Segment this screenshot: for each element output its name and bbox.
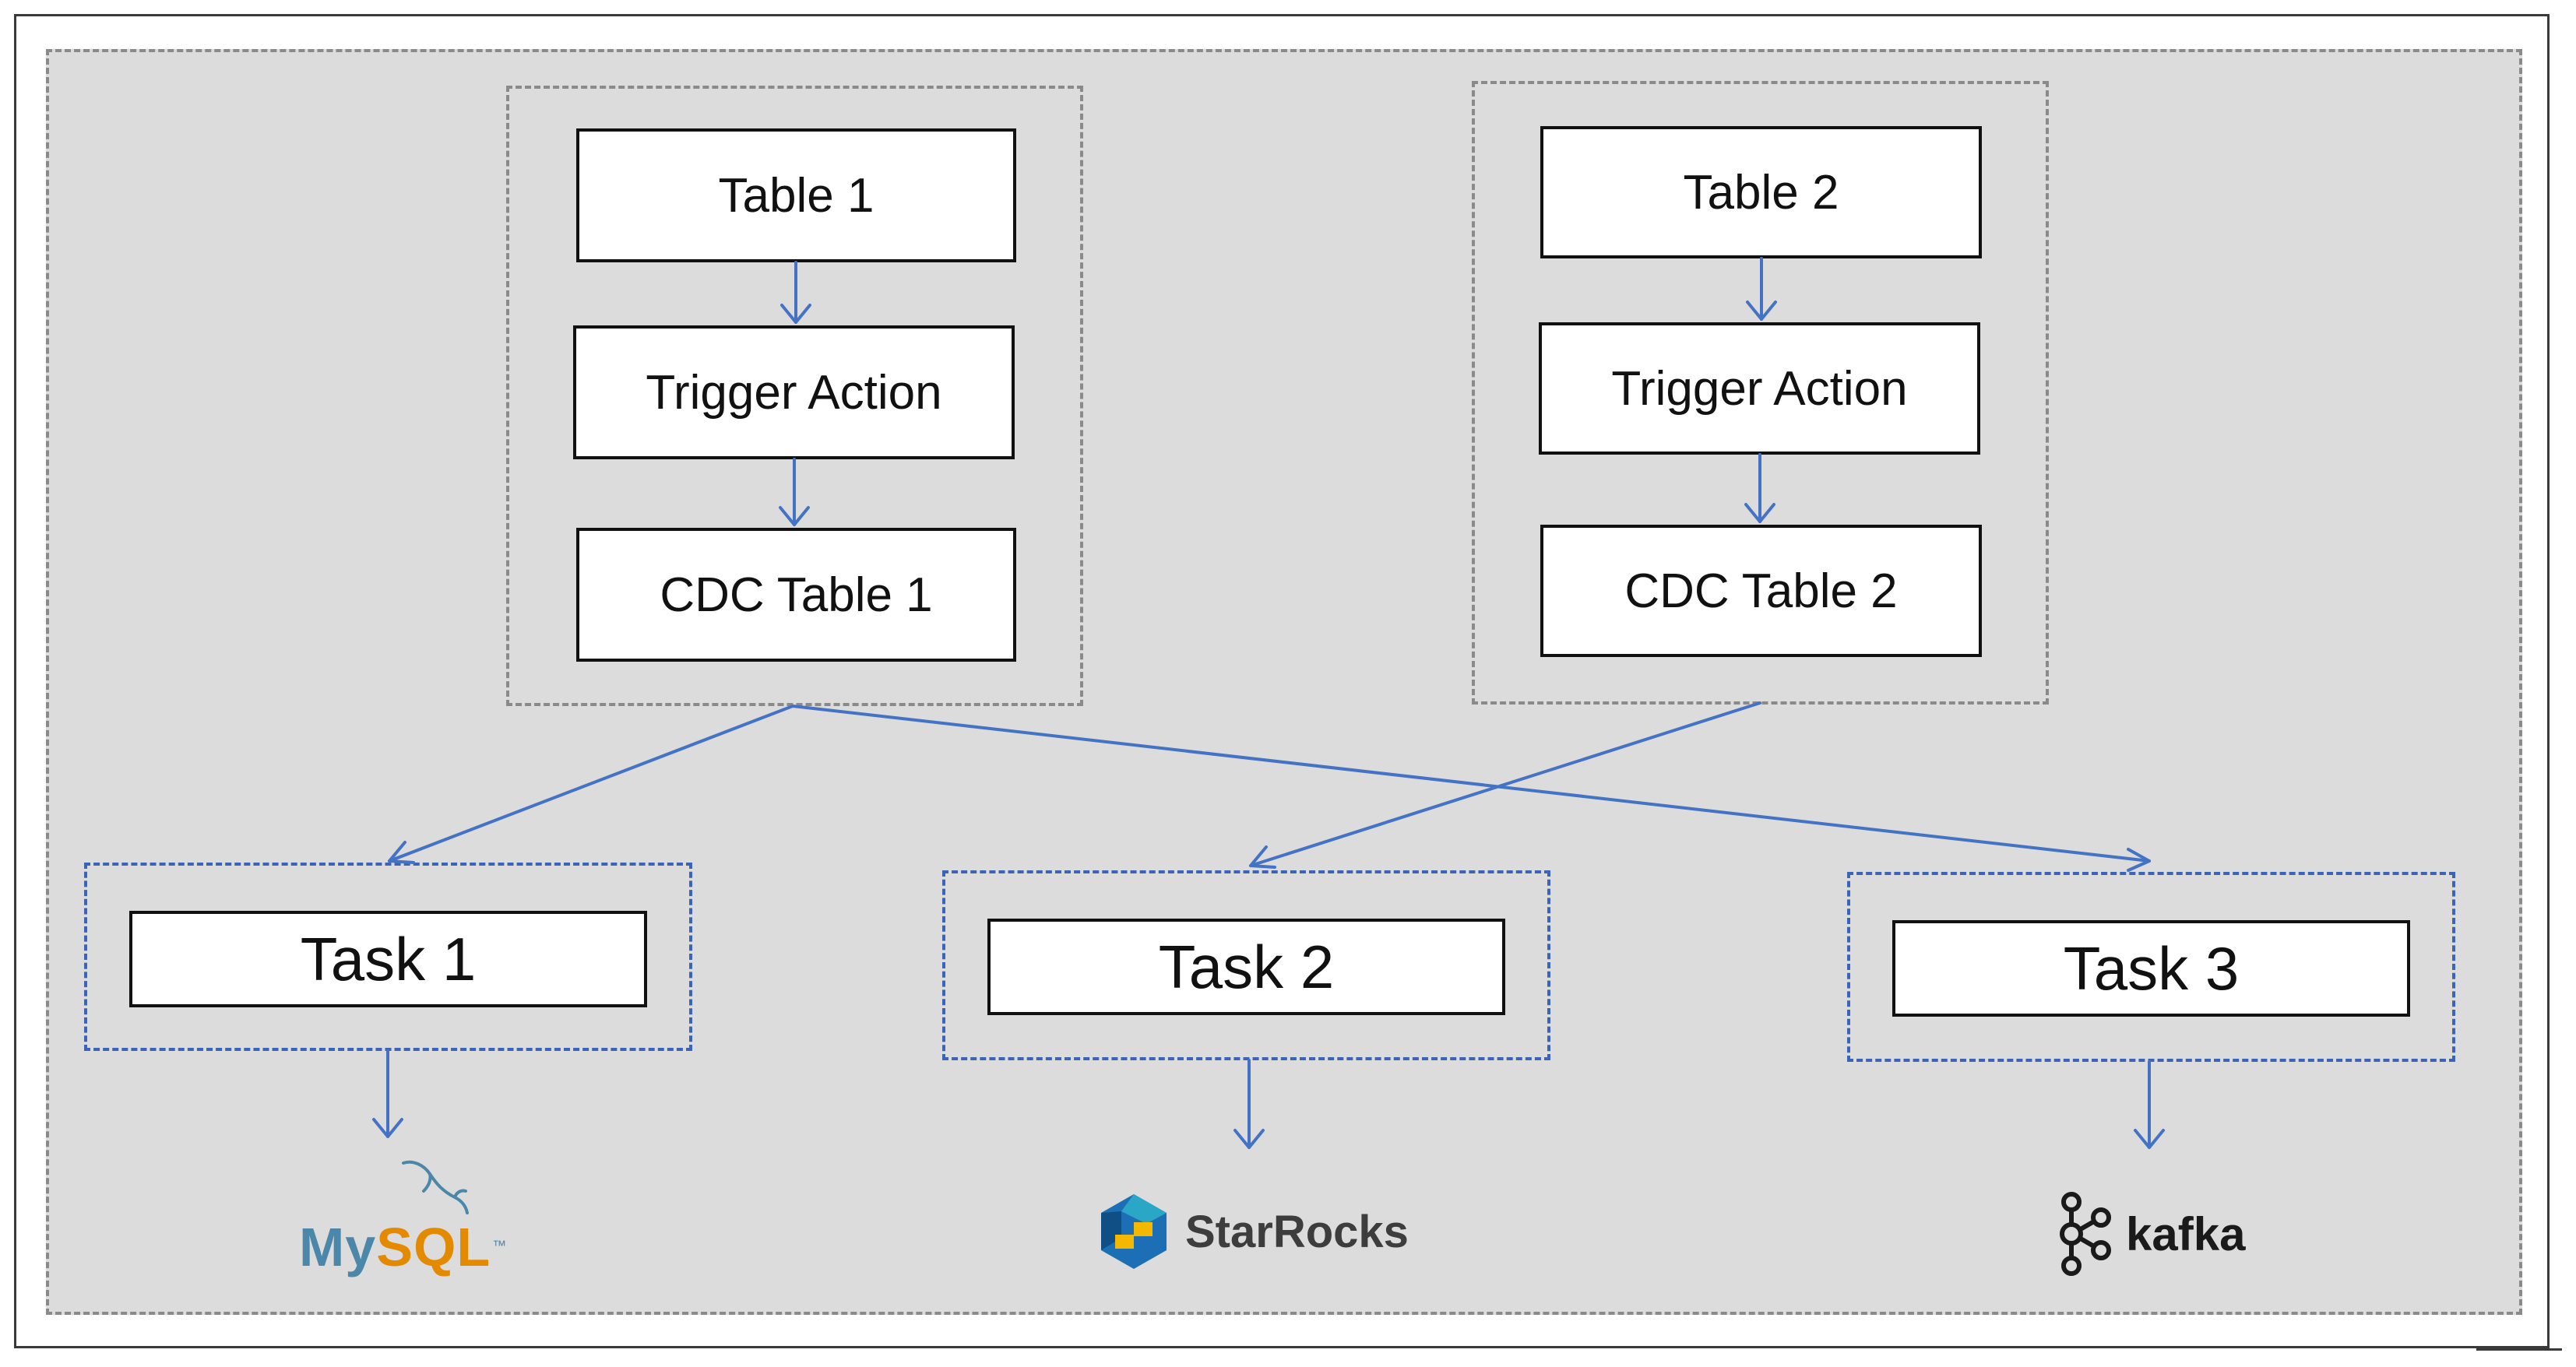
table-2-box: Table 2 xyxy=(1540,126,1982,258)
task-3-group xyxy=(1847,872,2455,1062)
kafka-icon xyxy=(2060,1192,2111,1276)
trigger-action-1-box: Trigger Action xyxy=(573,325,1015,459)
mysql-my-text: My xyxy=(299,1217,377,1277)
starrocks-logo: StarRocks xyxy=(1098,1193,1409,1270)
cdc-table-2-label: CDC Table 2 xyxy=(1624,564,1898,618)
task-1-label: Task 1 xyxy=(300,924,477,993)
arrowhead-cdc2-to-task2 xyxy=(1249,845,1276,869)
arrowhead-task1-to-mysql xyxy=(372,1118,403,1138)
dolphin-icon xyxy=(402,1160,469,1214)
diagram-canvas xyxy=(46,49,2522,1315)
task-1-group xyxy=(84,863,692,1051)
arrowhead-table1-to-trigger1 xyxy=(780,304,811,324)
arrow-cdc2-to-task2 xyxy=(1249,701,1761,867)
table-1-label: Table 1 xyxy=(718,168,875,223)
trigger-action-2-label: Trigger Action xyxy=(1611,361,1908,416)
kafka-text: kafka xyxy=(2126,1207,2246,1260)
task-1-box: Task 1 xyxy=(129,911,647,1007)
kafka-logo: kafka xyxy=(2057,1191,2245,1277)
mysql-sql-text: SQL xyxy=(376,1217,491,1277)
starrocks-text: StarRocks xyxy=(1185,1206,1409,1257)
arrowhead-trigger2-to-cdc2 xyxy=(1744,503,1775,523)
starrocks-icon xyxy=(1101,1194,1167,1269)
cdc-table-2-box: CDC Table 2 xyxy=(1540,525,1982,657)
arrowhead-task3-to-kafka xyxy=(2134,1129,2165,1149)
cdc-table-1-box: CDC Table 1 xyxy=(576,528,1016,662)
task-2-box: Task 2 xyxy=(987,919,1505,1015)
arrowhead-cdc1-to-task3 xyxy=(2127,848,2151,872)
arrowhead-trigger1-to-cdc1 xyxy=(779,506,810,526)
arrow-cdc1-to-task3 xyxy=(791,705,2151,863)
table-1-box: Table 1 xyxy=(576,128,1016,262)
trigger-action-1-label: Trigger Action xyxy=(646,365,942,420)
arrowhead-cdc1-to-task1 xyxy=(388,841,415,864)
table-2-label: Table 2 xyxy=(1683,165,1839,220)
frame-corner-line xyxy=(2476,1348,2562,1351)
cdc-table-1-label: CDC Table 1 xyxy=(660,568,933,622)
arrowhead-task2-to-starrocks xyxy=(1233,1129,1265,1149)
arrow-cdc1-to-task1 xyxy=(388,705,794,863)
task-2-label: Task 2 xyxy=(1158,932,1335,1001)
arrowhead-table2-to-trigger2 xyxy=(1746,300,1777,321)
source-group-1 xyxy=(506,86,1083,706)
trigger-action-2-box: Trigger Action xyxy=(1539,322,1980,455)
mysql-logo: My SQL ™ xyxy=(299,1160,506,1278)
task-3-box: Task 3 xyxy=(1892,920,2410,1017)
task-2-group xyxy=(942,870,1550,1060)
task-3-label: Task 3 xyxy=(2063,933,2240,1003)
mysql-trademark: ™ xyxy=(492,1238,507,1253)
